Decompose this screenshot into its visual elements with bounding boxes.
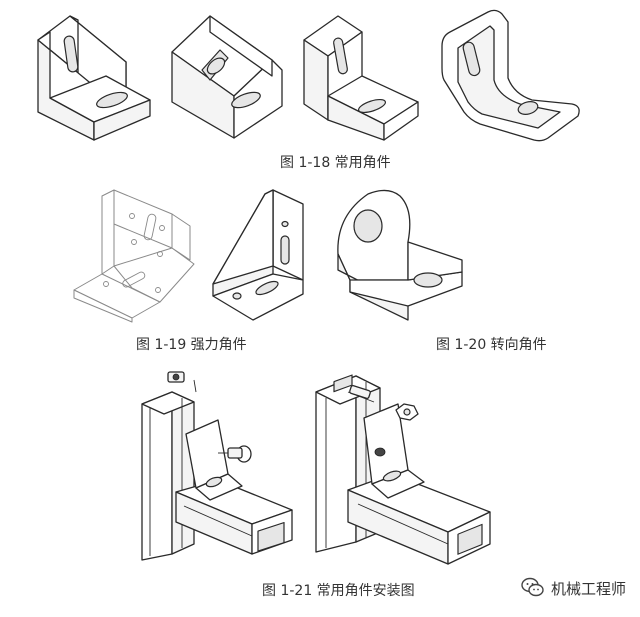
installation-drawing-left bbox=[132, 364, 302, 569]
figure-caption-1-19: 图 1-19 强力角件 bbox=[136, 337, 247, 353]
strong-bracket-gray-drawing bbox=[62, 186, 202, 323]
figure-caption-1-18: 图 1-18 常用角件 bbox=[280, 155, 391, 171]
figure-caption-1-20: 图 1-20 转向角件 bbox=[436, 337, 547, 353]
figure-caption-1-21: 图 1-21 常用角件安装图 bbox=[262, 583, 415, 599]
bracket-drawing-1 bbox=[30, 12, 155, 142]
bracket-drawing-3 bbox=[298, 10, 428, 145]
watermark-text: 机械工程师 bbox=[550, 579, 626, 598]
wechat-icon bbox=[521, 577, 544, 597]
bracket-drawing-2 bbox=[162, 10, 287, 145]
bracket-drawing-4 bbox=[436, 8, 584, 148]
turning-bracket-drawing bbox=[330, 184, 470, 324]
watermark: 机械工程师 bbox=[521, 577, 626, 599]
installation-drawing-right bbox=[300, 352, 500, 567]
strong-bracket-drawing bbox=[205, 184, 315, 324]
